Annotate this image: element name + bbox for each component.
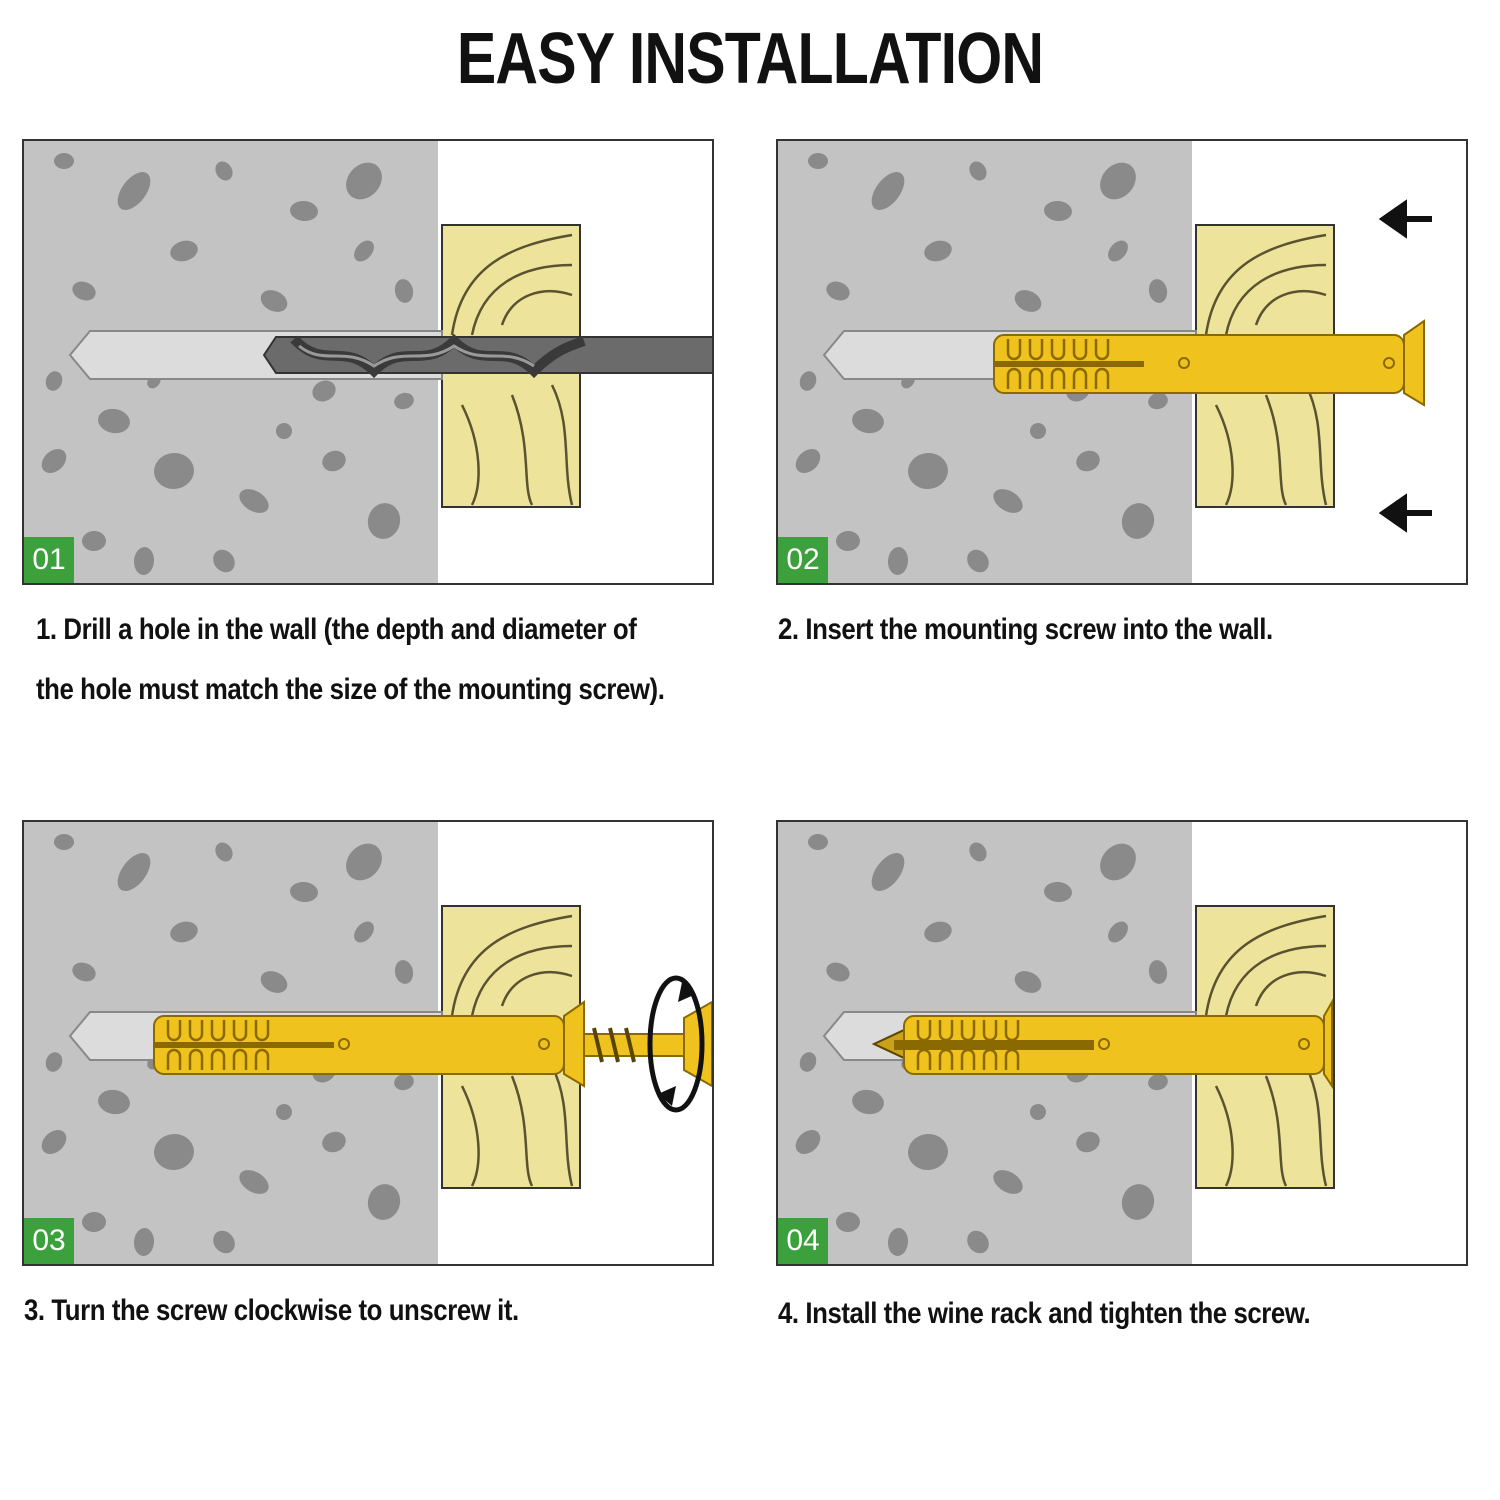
step-4-illustration — [778, 822, 1335, 1264]
rotate-clockwise-icon — [647, 975, 705, 1113]
step-3-illustration — [24, 822, 712, 1264]
step-panel-1: 01 — [22, 139, 714, 585]
drill-bit-icon — [68, 330, 712, 380]
step-2-illustration — [778, 141, 1432, 583]
anchor-screw-icon — [871, 998, 1333, 1090]
anchor-screw-icon — [153, 1000, 712, 1088]
step-3-caption: 3. Turn the screw clockwise to unscrew i… — [24, 1294, 519, 1327]
step-panel-4: 04 — [776, 820, 1468, 1266]
step-number-badge: 03 — [24, 1218, 74, 1264]
step-1-illustration — [24, 141, 712, 583]
insert-arrows-icon — [1378, 199, 1432, 533]
step-panel-3: 03 — [22, 820, 714, 1266]
page-title: EASY INSTALLATION — [456, 19, 1044, 99]
step-panel-2: 02 — [776, 139, 1468, 585]
step-2-caption: 2. Insert the mounting screw into the wa… — [778, 613, 1273, 646]
step-4-caption: 4. Install the wine rack and tighten the… — [778, 1297, 1311, 1330]
step-number-badge: 02 — [778, 537, 828, 583]
anchor-screw-icon — [993, 319, 1425, 407]
step-number-badge: 01 — [24, 537, 74, 583]
step-1-caption: 1. Drill a hole in the wall (the depth a… — [36, 613, 665, 706]
step-number-badge: 04 — [778, 1218, 828, 1264]
